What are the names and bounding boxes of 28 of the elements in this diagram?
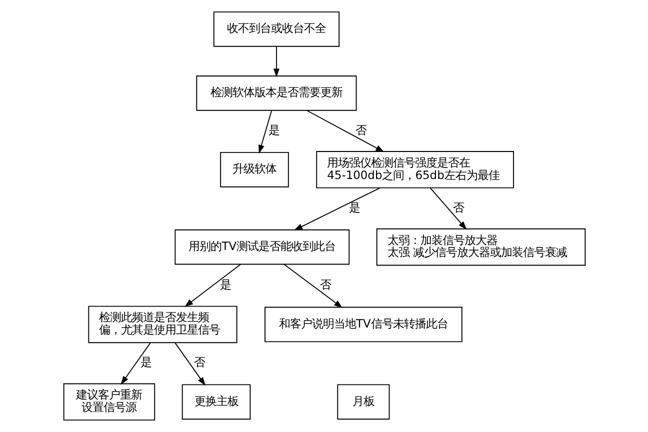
edge-label: 是 (348, 200, 360, 214)
node-box: 更换主板 (181, 384, 250, 420)
edge-label: 是 (219, 278, 230, 292)
arrow (306, 110, 384, 152)
node-box: 月板 (336, 384, 390, 420)
edge-label: 是 (268, 122, 280, 137)
node-box: 收不到台或收台不全 (212, 11, 340, 47)
arrow (184, 264, 241, 307)
node-box: 用场强仪检测信号强度是否在45-100db之间，65db左右为最佳 (316, 151, 514, 188)
edge-label: 否 (355, 122, 366, 137)
edge-label: 否 (194, 355, 205, 370)
arrow (272, 46, 279, 78)
node-box: 检测软体版本是否需要更新 (196, 76, 356, 111)
node-box: 建议客户重新设置信号源 (62, 383, 155, 421)
node-box: 用别的TV测试是否能收到此台 (174, 229, 350, 265)
node-box: 太弱：加装信号放大器 太强 减少信号放大器或加装信号衰减 (376, 228, 586, 266)
arrow (258, 110, 272, 154)
edge-label: 否 (320, 278, 331, 292)
arrow (283, 264, 342, 308)
arrow (174, 342, 205, 386)
arrow (293, 187, 380, 230)
arrow (429, 188, 466, 230)
node-box: 和客户说明当地TV信号未转播此台 (264, 306, 462, 342)
arrow (120, 342, 150, 385)
edge-label: 否 (452, 200, 464, 214)
node-box: 升级软体 (220, 152, 288, 188)
edge-label: 是 (140, 355, 152, 370)
node-box: 检测此频道是否发生频偏，尤其是使用卫星信号 (88, 306, 237, 344)
